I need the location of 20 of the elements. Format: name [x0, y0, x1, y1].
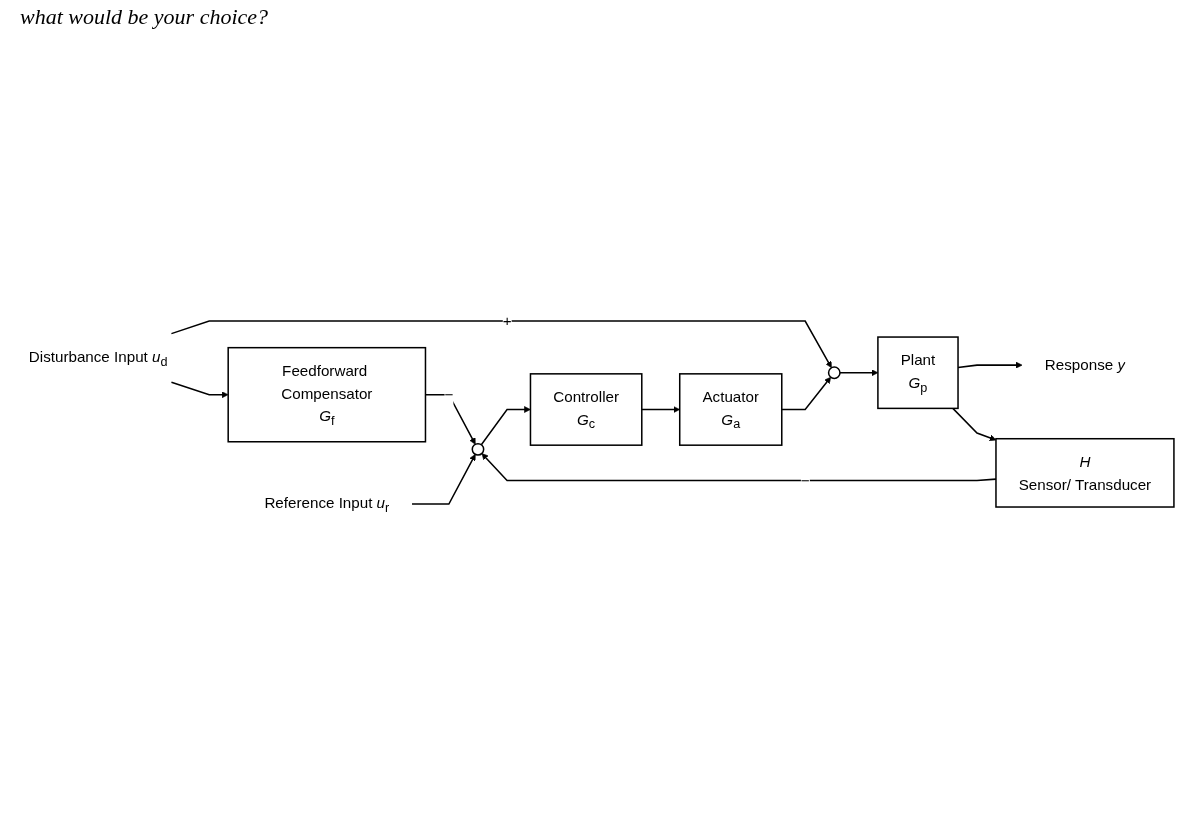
arrow: [952, 407, 997, 442]
arrow: [480, 406, 531, 446]
edge-label: −: [800, 472, 810, 489]
arrow: [781, 376, 832, 411]
arrow: [170, 320, 832, 369]
node-text: Reference Input u$_{r}$: [264, 494, 390, 515]
arrow: [170, 381, 229, 399]
node-text: Disturbance Input u$_{d}$: [28, 348, 168, 369]
note-text: what would be your choice?: [20, 4, 270, 30]
node-circle: [471, 442, 485, 456]
edge-label: −: [444, 386, 454, 404]
node-box: Controller G$_{c}$: [529, 373, 643, 446]
arrow: [411, 454, 476, 505]
node-text: Response y: [1044, 356, 1126, 374]
node-box: Actuator G$_{a}$: [678, 373, 783, 446]
node-box: H Sensor/ Transducer: [995, 437, 1175, 508]
node-circle: [827, 366, 841, 380]
edge-label: +: [502, 312, 512, 330]
node-box: Plant G$_{p}$: [877, 336, 959, 410]
node-box: Feedforward Compensator G$_{f}$: [227, 346, 427, 443]
